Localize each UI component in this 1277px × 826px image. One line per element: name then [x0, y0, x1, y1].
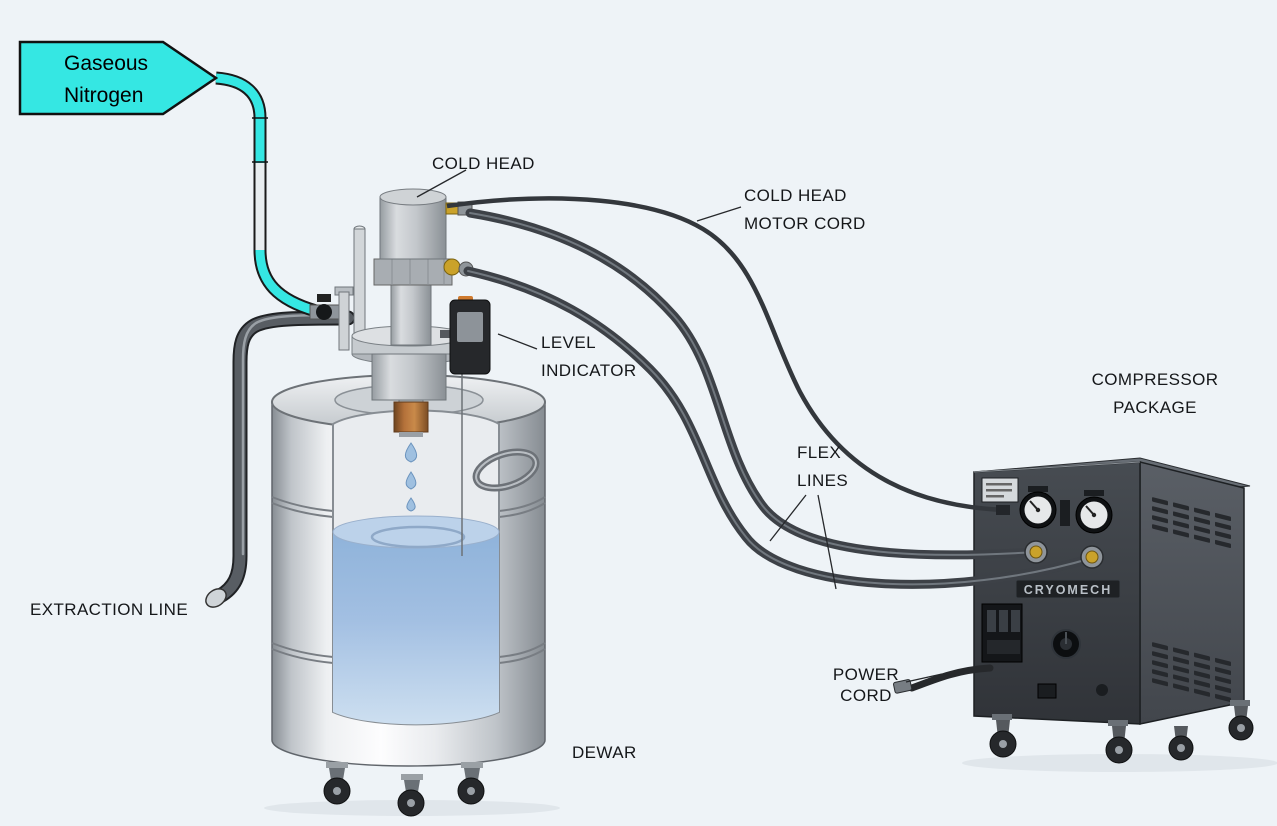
dewar-casters [323, 762, 485, 817]
level-indicator-screen [457, 312, 483, 342]
label-extraction-line: EXTRACTION LINE [30, 596, 188, 624]
label-power-cord: POWER CORD [824, 664, 908, 706]
cold-tip-copper-band [393, 401, 429, 433]
banner-line1: Gaseous [64, 52, 148, 75]
pressure-gauge-left [1019, 491, 1057, 529]
leader-lines [416, 169, 943, 683]
flex-lines-hoses [463, 208, 1104, 589]
side-vents-lower [1152, 642, 1231, 702]
cold-head-motor-cord-line [446, 196, 1010, 515]
level-indicator-device [440, 296, 491, 375]
compressor-casters [989, 700, 1254, 764]
dewar-handle [472, 448, 540, 492]
label-compressor-package-line2: PACKAGE [1113, 398, 1197, 417]
banner-arrow-shape [18, 40, 219, 116]
label-cold-head-text: COLD HEAD [432, 154, 535, 173]
label-cold-head-motor-cord: COLD HEAD MOTOR CORD [744, 182, 866, 238]
label-power-cord-line1: POWER [832, 665, 900, 684]
label-flex-lines-line1: FLEX [797, 443, 842, 462]
label-flex-lines: FLEX LINES [797, 439, 848, 495]
compressor-brand-plate: CRYOMECH [1024, 583, 1112, 597]
liquid-nitrogen-fill [333, 532, 499, 725]
compressor-unit: CRYOMECH [973, 457, 1254, 764]
liquid-droplets [404, 442, 418, 512]
pressure-gauge-right [1075, 496, 1113, 534]
label-flex-lines-line2: LINES [797, 471, 849, 490]
gaseous-nitrogen-banner: Gaseous Nitrogen [18, 40, 219, 116]
label-cold-head: COLD HEAD [432, 150, 535, 178]
label-level-indicator: LEVEL INDICATOR [541, 329, 637, 385]
power-cord-cable [893, 664, 994, 694]
dewar-vessel [271, 374, 546, 817]
cold-head-assembly [334, 188, 474, 401]
label-cold-head-motor-cord-line2: MOTOR CORD [744, 214, 866, 233]
label-extraction-line-text: EXTRACTION LINE [30, 600, 189, 619]
label-compressor-package-line1: COMPRESSOR [1091, 370, 1219, 389]
label-level-indicator-line2: INDICATOR [541, 361, 637, 380]
nitrogen-supply-tube [215, 71, 341, 320]
label-cold-head-motor-cord-line1: COLD HEAD [744, 186, 847, 205]
banner-line2: Nitrogen [64, 84, 143, 107]
label-level-indicator-line1: LEVEL [541, 333, 596, 352]
power-knob [1051, 629, 1081, 659]
label-dewar-text: DEWAR [572, 743, 637, 762]
label-dewar: DEWAR [572, 739, 637, 767]
label-compressor-package: COMPRESSOR PACKAGE [1074, 366, 1236, 422]
label-power-cord-line2: CORD [840, 686, 892, 705]
side-vents-upper [1152, 497, 1231, 548]
